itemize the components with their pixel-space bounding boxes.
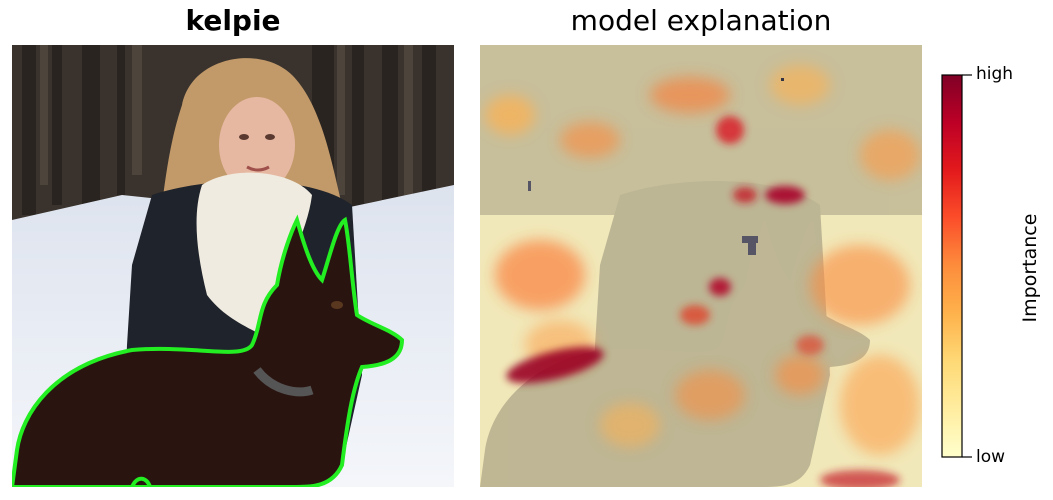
right-panel-title: model explanation	[570, 4, 832, 37]
woman-scarf	[196, 172, 312, 335]
heat-blobs-medium	[485, 65, 920, 455]
colorbar-high-label: high	[976, 64, 1014, 84]
dog	[12, 214, 405, 487]
woman-face	[219, 97, 295, 193]
colorbar-low-label: low	[976, 447, 1006, 467]
explanation-panel	[480, 45, 922, 487]
left-panel-title: kelpie	[185, 4, 281, 37]
photo-panel	[12, 45, 454, 487]
colorbar-axis-label: Importance	[1019, 213, 1041, 323]
colorbar-bar	[941, 74, 963, 458]
photo-image	[12, 45, 454, 487]
faded-photo	[480, 45, 922, 487]
artifact	[742, 236, 758, 243]
heatmap-image	[480, 45, 922, 487]
colorbar	[941, 74, 972, 458]
heat-blobs-high	[506, 116, 900, 487]
